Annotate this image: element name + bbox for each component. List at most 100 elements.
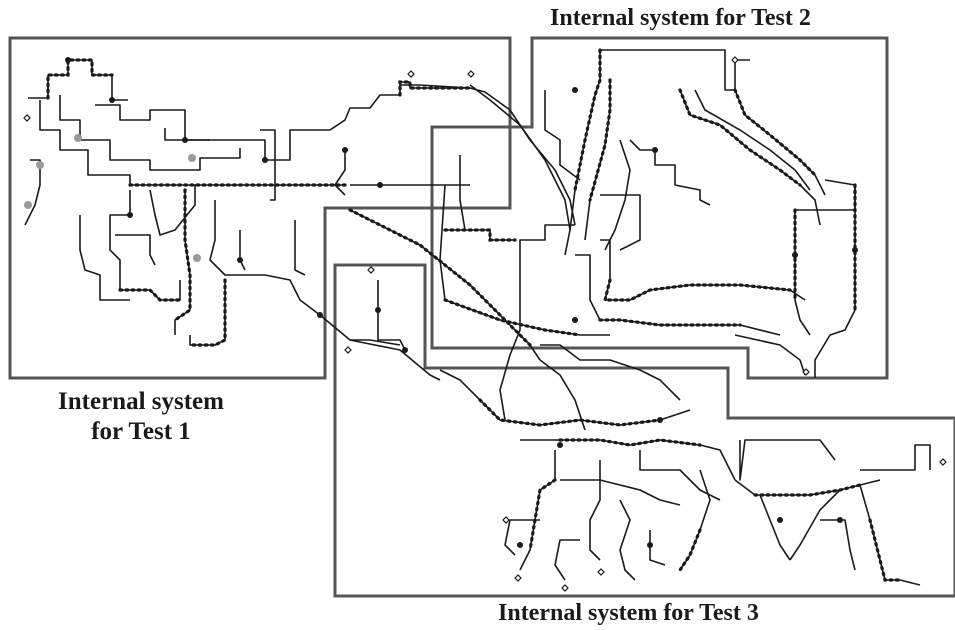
boundary-test3	[335, 265, 955, 596]
highlight-node	[36, 161, 44, 169]
feeder-t1-i	[110, 190, 180, 300]
feeder-t2-g	[735, 90, 825, 195]
feeder-t1-o	[115, 235, 155, 265]
node	[652, 147, 658, 153]
node	[375, 307, 381, 313]
feeder-t3-u	[650, 530, 665, 565]
node	[837, 517, 843, 523]
node	[657, 417, 663, 423]
feeder-t1-j	[80, 215, 130, 300]
feeder-t3-a	[378, 280, 405, 350]
node	[65, 57, 71, 63]
feeder-t1-d	[25, 160, 40, 225]
node	[317, 312, 323, 318]
feeder-t1-f	[165, 82, 470, 160]
node	[342, 147, 348, 153]
terminal	[562, 585, 568, 591]
feeder-t3-l	[760, 495, 790, 560]
node	[109, 97, 115, 103]
node	[182, 137, 188, 143]
feeder-t3-o	[860, 445, 930, 470]
feeder-t2-t	[735, 335, 805, 375]
feeder-t2-p	[445, 230, 515, 240]
feeder-t3-d	[540, 345, 680, 400]
region-label-test3: Internal system for Test 3	[498, 599, 759, 628]
feeder-t1-c	[60, 95, 240, 170]
terminal-markers	[24, 57, 946, 591]
feeder-t3-p	[740, 440, 835, 480]
feeder-t2-c	[585, 80, 610, 240]
bus-markers	[48, 50, 900, 580]
bus-row-t3-d	[755, 485, 860, 495]
node	[377, 182, 383, 188]
terminal	[732, 57, 738, 63]
bus-row-t3-e	[870, 520, 900, 580]
feeder-t2-s	[600, 195, 640, 250]
bus-row-t2-a	[575, 50, 600, 190]
node	[647, 542, 653, 548]
region-boundaries	[10, 38, 955, 596]
feeder-t2-q	[460, 155, 465, 230]
feeder-t3-i	[590, 460, 600, 560]
bus-row-t1-f	[400, 82, 470, 95]
bus-row-t3-f	[680, 530, 700, 570]
terminal	[345, 347, 351, 353]
highlight-node	[74, 134, 82, 142]
node	[237, 257, 243, 263]
node-symbols	[65, 57, 858, 548]
feeder-t1-p	[240, 230, 245, 270]
bus-row-t2-i	[445, 230, 515, 240]
region-label-test1-line1: Internal system	[30, 387, 252, 417]
node	[852, 247, 858, 253]
feeder-t2-e	[680, 90, 820, 225]
feeder-t3-n	[860, 485, 920, 585]
feeder-t1-e	[95, 105, 210, 140]
feeder-t1-q	[295, 220, 305, 275]
bus-row-trunk	[350, 210, 530, 345]
terminal	[24, 115, 30, 121]
bus-row-t2-g	[605, 280, 790, 300]
node	[262, 157, 268, 163]
node	[127, 212, 133, 218]
feeder-t1-b	[40, 100, 345, 185]
bus-row-t3-a	[480, 400, 660, 425]
feeder-t3-c	[440, 370, 690, 425]
bus-row-t1-a	[48, 60, 112, 98]
feeder-t1-a	[28, 60, 128, 100]
feeder-t3-t	[555, 540, 580, 580]
node	[777, 517, 783, 523]
network-lines	[25, 50, 930, 585]
highlight-nodes	[24, 134, 201, 262]
region-label-test1-line2: for Test 1	[30, 417, 252, 447]
terminal	[368, 267, 374, 273]
feeder-t1-m	[190, 280, 225, 345]
feeder-t2-a	[600, 50, 750, 90]
bus-row-t2-j	[445, 300, 580, 335]
feeder-t2-i	[815, 185, 855, 378]
feeder-t2-m	[600, 240, 805, 300]
region-label-test1: Internal system for Test 1	[30, 387, 252, 447]
node	[792, 252, 798, 258]
bus-row-t3-c	[530, 480, 555, 550]
node	[402, 347, 408, 353]
terminal	[940, 459, 946, 465]
region-label-test3-text: Internal system for Test 3	[498, 600, 759, 626]
feeder-t3-v	[820, 520, 855, 570]
node	[517, 542, 523, 548]
feeder-t3-k	[735, 480, 880, 495]
feeder-t1-n	[150, 185, 195, 235]
highlight-node	[188, 154, 196, 162]
terminal	[468, 71, 474, 77]
terminal	[503, 517, 509, 523]
terminal	[515, 575, 521, 581]
region-label-test2-text: Internal system for Test 2	[550, 5, 811, 31]
node	[572, 87, 578, 93]
node	[572, 317, 578, 323]
feeder-t2-k	[630, 140, 710, 205]
feeder-t2-d	[545, 90, 580, 180]
feeder-t2-f	[695, 90, 810, 190]
highlight-node	[193, 254, 201, 262]
feeder-t3-r	[620, 500, 635, 580]
feeder-t1-h	[335, 150, 345, 195]
